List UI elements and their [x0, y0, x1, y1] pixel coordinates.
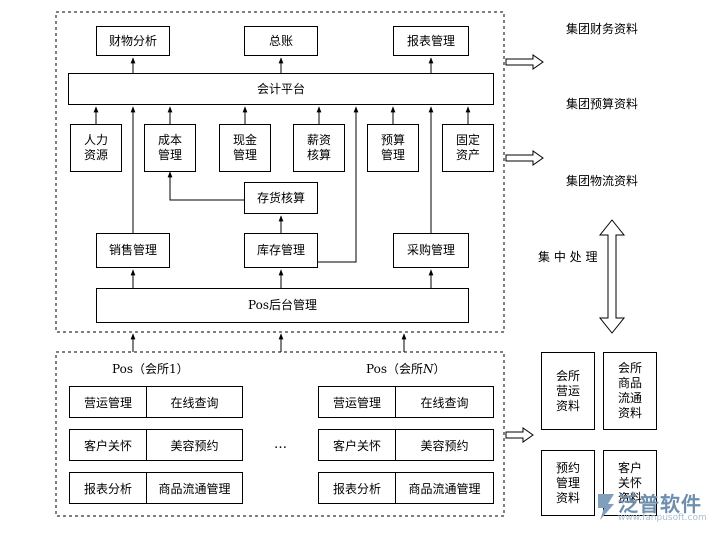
- group-logistics-label: 集团物流资料: [566, 174, 639, 188]
- stock-mgmt-box: 库存管理: [244, 233, 318, 268]
- club-1-row-1: 营运管理 在线查询: [69, 386, 243, 418]
- club-n-header: Pos（会所N）: [366, 362, 446, 376]
- report-mgmt-box: 报表管理: [393, 26, 469, 56]
- booking-data-box: 预约 管理 资料: [541, 450, 595, 516]
- club-1-customer-care: 客户关怀: [70, 430, 147, 460]
- ellipsis: …: [274, 437, 287, 452]
- club-1-row-2: 客户关怀 美容预约: [69, 429, 243, 461]
- arrow-to-group-finance: [505, 54, 544, 70]
- club-n-row-1: 营运管理 在线查询: [318, 386, 494, 418]
- finance-analysis-box: 财物分析: [96, 26, 170, 56]
- module-payroll: 薪资 核算: [293, 124, 345, 172]
- module-cost: 成本 管理: [144, 124, 196, 172]
- club-goods-data-box: 会所 商品 流通 资料: [603, 352, 657, 430]
- club-ops-data-box: 会所 营运 资料: [541, 352, 595, 430]
- watermark-url: www.fanpusoft.com: [618, 513, 707, 523]
- club-1-ops: 营运管理: [70, 387, 147, 417]
- group-finance-label: 集团财务资料: [566, 22, 639, 36]
- arrow-to-club-data: [505, 427, 534, 443]
- club-n-goods-flow: 商品流通管理: [408, 481, 481, 496]
- module-budget: 预算 管理: [367, 124, 419, 172]
- bidirectional-arrow: [598, 219, 626, 334]
- pos-dashed-frame: [55, 351, 505, 517]
- watermark-name: 泛普软件: [618, 492, 702, 516]
- module-cash: 现金 管理: [219, 124, 271, 172]
- sales-mgmt-box: 销售管理: [96, 233, 170, 268]
- club-1-report-analysis: 报表分析: [70, 473, 147, 503]
- inventory-accounting-box: 存货核算: [244, 182, 318, 214]
- club-n-customer-care: 客户关怀: [319, 430, 396, 460]
- club-1-row-3: 报表分析 商品流通管理: [69, 472, 243, 504]
- accounting-platform-box: 会计平台: [68, 73, 494, 105]
- arrow-to-group-logistics: [505, 150, 544, 166]
- ledger-box: 总账: [244, 26, 318, 56]
- pos-backend-box: Pos后台管理: [96, 288, 469, 323]
- club-n-report-analysis: 报表分析: [319, 473, 396, 503]
- club-1-online: 在线查询: [170, 395, 219, 410]
- purchase-mgmt-box: 采购管理: [393, 233, 469, 268]
- club-1-header: Pos（会所1）: [112, 362, 189, 376]
- group-budget-label: 集团预算资料: [566, 97, 639, 111]
- club-1-goods-flow: 商品流通管理: [158, 481, 231, 496]
- club-n-online: 在线查询: [420, 395, 469, 410]
- club-n-row-2: 客户关怀 美容预约: [318, 429, 494, 461]
- erp-dashed-frame: [55, 11, 505, 333]
- central-processing-label: 集 中 处 理: [538, 250, 598, 264]
- club-n-ops: 营运管理: [319, 387, 396, 417]
- logo-mark-icon: [598, 494, 614, 520]
- club-n-row-3: 报表分析 商品流通管理: [318, 472, 494, 504]
- watermark-logo: 泛普软件 www.fanpusoft.com: [594, 488, 724, 528]
- module-fixed-assets: 固定 资产: [442, 124, 494, 172]
- club-n-beauty-booking: 美容预约: [420, 438, 469, 453]
- club-1-beauty-booking: 美容预约: [170, 438, 219, 453]
- module-hr: 人力 资源: [70, 124, 122, 172]
